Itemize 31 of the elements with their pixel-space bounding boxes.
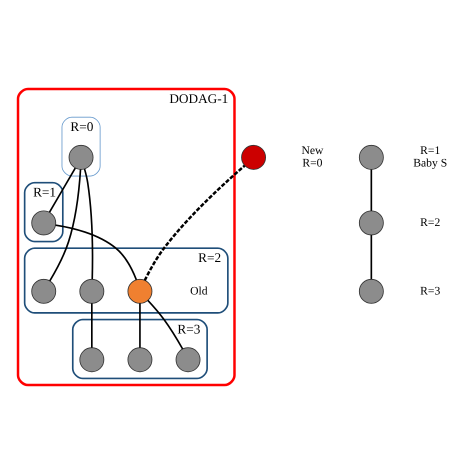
node-circle: [358, 278, 384, 304]
node-label: Old: [190, 284, 208, 298]
node-circle: [31, 278, 56, 304]
node-label: R=0: [302, 156, 323, 170]
node-circle: [128, 278, 152, 304]
node-circle: [176, 347, 200, 372]
node-circle: [241, 144, 266, 170]
connector: [48, 168, 76, 213]
node-label: Baby S: [413, 156, 448, 170]
connector: [370, 235, 372, 280]
connector: [147, 300, 184, 350]
connector: [49, 169, 82, 282]
node-circle: [68, 144, 94, 170]
node-label: R=3: [420, 284, 440, 298]
node-label: New: [301, 144, 324, 158]
node-circle: [358, 144, 384, 170]
connector: [144, 164, 246, 281]
node-label: R=2: [420, 216, 440, 229]
node-circle: [79, 278, 104, 304]
connector: [139, 303, 141, 348]
cluster: R=3: [72, 318, 208, 380]
node-circle: [31, 210, 56, 236]
cluster: R=1: [24, 182, 64, 242]
node-circle: [79, 347, 104, 372]
node-label: R=1: [420, 144, 440, 158]
connector: [370, 170, 372, 211]
connector: [56, 224, 138, 280]
node-circle: [358, 210, 384, 236]
node-circle: [128, 347, 152, 372]
connector: [84, 168, 94, 280]
cluster: R=0: [62, 116, 101, 176]
